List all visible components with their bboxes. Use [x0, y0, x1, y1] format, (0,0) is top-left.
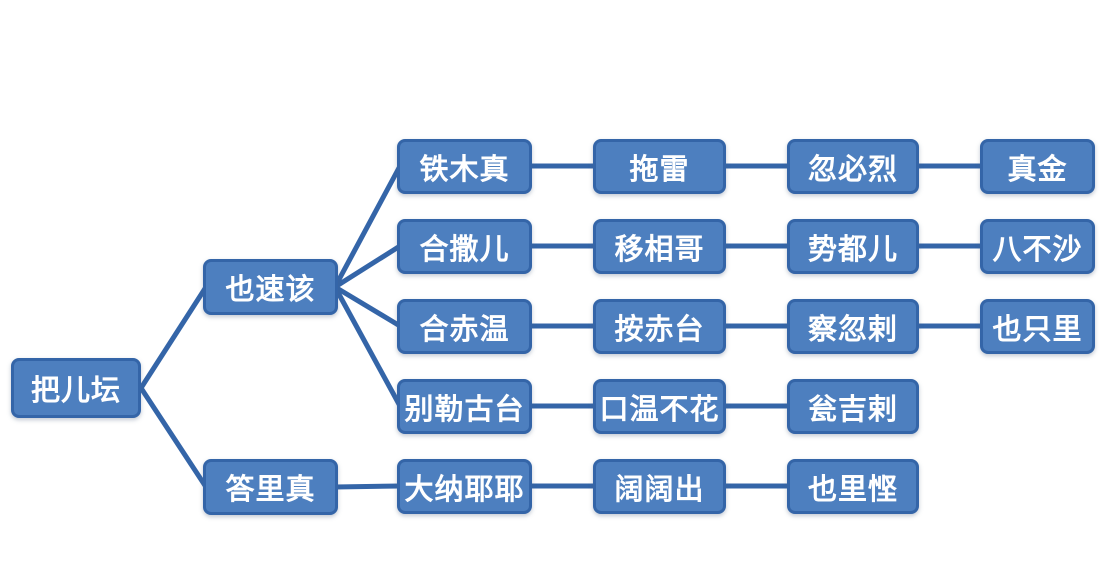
connector-line: [332, 164, 403, 289]
connector-line: [138, 386, 209, 489]
connector-line: [333, 243, 402, 290]
node-hubilie: 忽必烈: [787, 139, 919, 194]
connector-line: [138, 285, 209, 390]
node-hechiwen: 合赤温: [397, 299, 532, 354]
node-zhenjin: 真金: [980, 139, 1095, 194]
node-tiemuzhen: 铁木真: [397, 139, 532, 194]
node-yesugai: 也速该: [203, 259, 338, 315]
node-dalizhen: 答里真: [203, 459, 338, 515]
node-kuokuochu: 阔阔出: [593, 459, 726, 514]
node-shiduer: 势都儿: [787, 219, 919, 274]
connector-line: [334, 483, 401, 490]
node-yeliqian: 也里悭: [787, 459, 919, 514]
node-tuolei: 拖雷: [593, 139, 726, 194]
connector-line: [332, 285, 403, 408]
node-yixiangge: 移相哥: [593, 219, 726, 274]
node-anchitai: 按赤台: [593, 299, 726, 354]
node-bielegutai: 别勒古台: [397, 379, 532, 434]
node-baertan: 把儿坛: [11, 358, 141, 418]
node-chahula: 察忽剌: [787, 299, 919, 354]
node-wengjila: 瓮吉剌: [787, 379, 919, 434]
node-hesaer: 合撒儿: [397, 219, 532, 274]
node-yezhili: 也只里: [980, 299, 1095, 354]
node-kouwenbuhua: 口温不花: [593, 379, 726, 434]
node-babusha: 八不沙: [980, 219, 1095, 274]
node-danayeye: 大纳耶耶: [397, 459, 532, 514]
connector-line: [333, 284, 402, 329]
